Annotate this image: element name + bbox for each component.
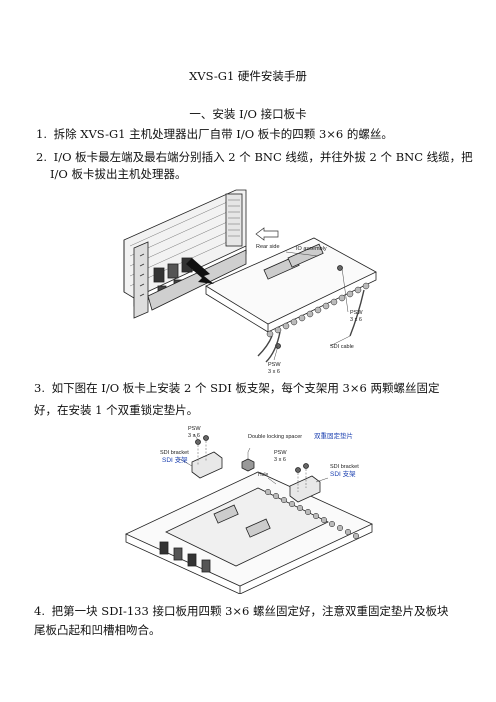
io-assembly-figure: Rear side IO assembly PSW 3 x 6 SDI cabl… (123, 189, 377, 375)
sdi-bracket-figure: PSW 3 x 6 Double locking spacer 双重固定垫片 S… (125, 426, 373, 594)
step-number: 4. (34, 604, 45, 618)
document-title: XVS-G1 硬件安装手册 (189, 69, 307, 83)
step-2: 2. I/O 板卡最左端及最右端分别插入 2 个 BNC 线缆，并往外拔 2 个… (36, 149, 473, 165)
label-hole: Hole (258, 472, 269, 478)
label-sdi-bracket-left: SDI bracket (160, 450, 189, 456)
step-text: 把第一块 SDI-133 接口板用四颗 3×6 螺丝固定好，注意双重固定垫片及板… (51, 604, 449, 618)
label-psw-right: PSW (350, 310, 363, 316)
label-psw-mid-size: 3 x 6 (274, 457, 286, 463)
label-double-locking-spacer-cn: 双重固定垫片 (314, 431, 353, 440)
step-number: 3. (34, 381, 45, 395)
label-sdi-bracket-right: SDI bracket (330, 464, 359, 470)
step-text: 拆除 XVS-G1 主机处理器出厂自带 I/O 板卡的四颗 3×6 的螺丝。 (53, 127, 393, 141)
rear-side-arrow-icon (255, 227, 279, 241)
label-psw-top: PSW (188, 426, 201, 432)
label-psw-bottom-size: 3 x 6 (268, 369, 280, 375)
label-sdi-bracket-right-cn: SDI 支架 (330, 469, 356, 478)
label-rear-side: Rear side (256, 244, 280, 250)
step-text: 如下图在 I/O 板卡上安装 2 个 SDI 板支架，每个支架用 3×6 两颗螺… (51, 381, 440, 395)
label-io-assembly: IO assembly (296, 246, 327, 252)
step-3: 3. 如下图在 I/O 板卡上安装 2 个 SDI 板支架，每个支架用 3×6 … (34, 380, 439, 396)
label-psw-top-size: 3 x 6 (188, 433, 200, 439)
label-psw-bottom: PSW (268, 362, 281, 368)
step-4: 4. 把第一块 SDI-133 接口板用四颗 3×6 螺丝固定好，注意双重固定垫… (34, 603, 449, 619)
section-heading: 一、安装 I/O 接口板卡 (189, 107, 307, 121)
step-3-continuation: 好，在安装 1 个双重锁定垫片。 (34, 403, 199, 417)
step-2-continuation: I/O 板卡拔出主机处理器。 (50, 167, 187, 181)
step-number: 1. (36, 127, 47, 141)
label-sdi-cable: SDI cable (330, 344, 354, 350)
removal-arrow-icon (186, 258, 214, 284)
step-text: I/O 板卡最左端及最右端分别插入 2 个 BNC 线缆，并往外拔 2 个 BN… (53, 150, 473, 164)
label-psw-mid: PSW (274, 450, 287, 456)
label-sdi-bracket-left-cn: SDI 支架 (162, 455, 188, 464)
step-1: 1. 拆除 XVS-G1 主机处理器出厂自带 I/O 板卡的四颗 3×6 的螺丝… (36, 126, 393, 142)
label-psw-right-size: 3 x 6 (350, 317, 362, 323)
label-double-locking-spacer: Double locking spacer (248, 434, 302, 440)
step-4-continuation: 尾板凸起和凹槽相吻合。 (34, 623, 161, 637)
step-number: 2. (36, 150, 47, 164)
